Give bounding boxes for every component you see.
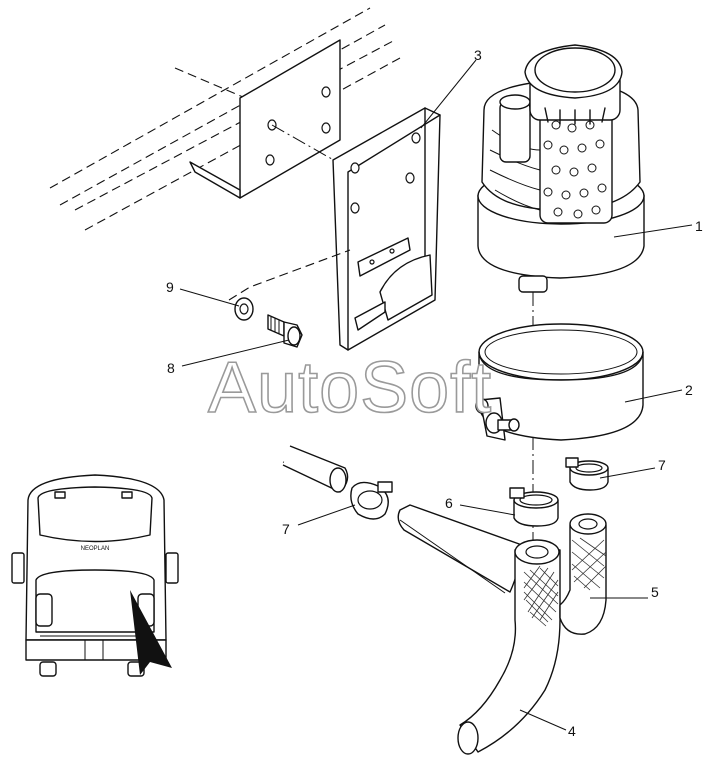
callout-labels: 1 2 3 4 5 6 7 7 8 9 [166, 47, 703, 739]
callout-2: 2 [685, 382, 693, 398]
bolt [267, 314, 303, 348]
mounting-bracket [332, 107, 441, 351]
callout-1: 1 [695, 218, 703, 234]
callout-4: 4 [568, 723, 576, 739]
leader-lines [179, 59, 693, 731]
callout-8: 8 [167, 360, 175, 376]
location-arrow [130, 590, 172, 675]
hose-clamp-left [350, 481, 393, 520]
callout-9: 9 [166, 279, 174, 295]
callout-6: 6 [445, 495, 453, 511]
air-filter [477, 44, 645, 560]
pipe-phantom [282, 445, 349, 493]
watermark: AutoSoft [208, 348, 492, 428]
washer [228, 249, 351, 321]
bent-hose [559, 513, 607, 635]
callout-3: 3 [474, 47, 482, 63]
hose-clamp-center [509, 487, 559, 527]
callout-5: 5 [651, 584, 659, 600]
bus-logo: NEOPLAN [81, 546, 110, 552]
large-hose [397, 504, 561, 755]
bus-rear-locator: NEOPLAN [11, 474, 179, 677]
callout-7-right: 7 [658, 457, 666, 473]
clamp-band [475, 323, 644, 441]
hose-clamp-right [565, 457, 609, 491]
frame-bracket-plate [189, 39, 361, 199]
callout-7-left: 7 [282, 521, 290, 537]
